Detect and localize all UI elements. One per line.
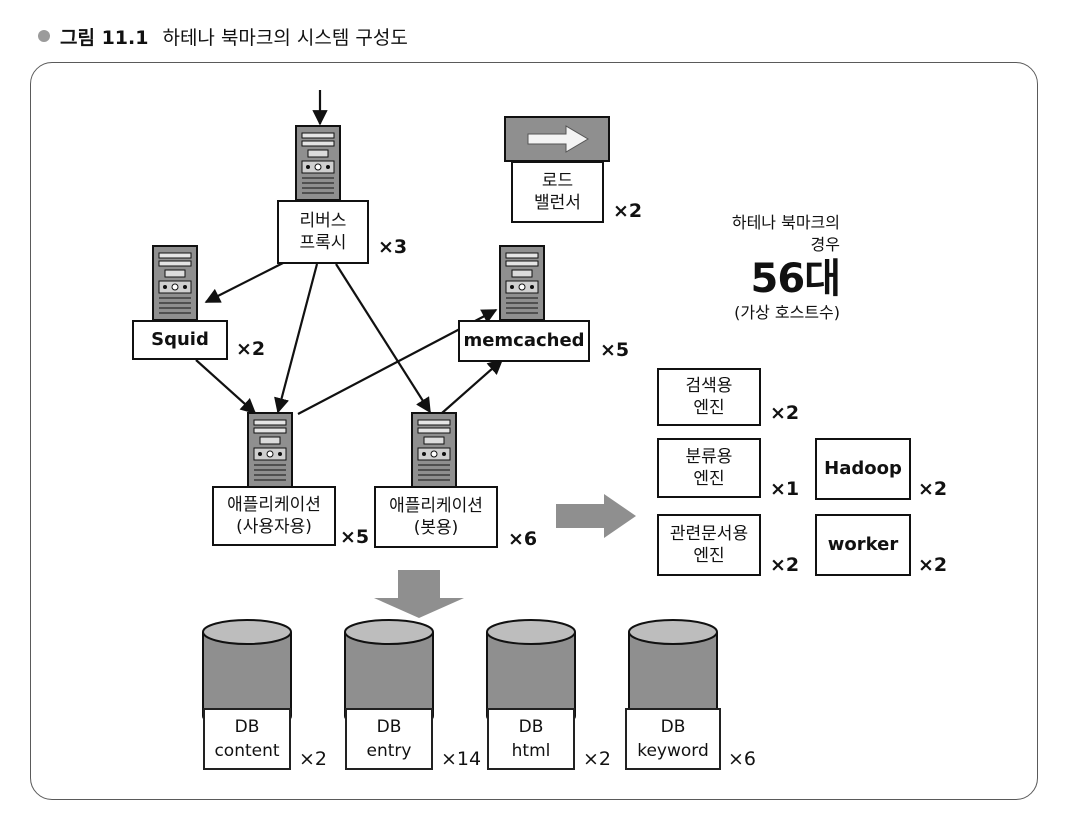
db-content-label: DB content	[203, 708, 291, 770]
app-bot-to-memcached-arrow	[441, 358, 504, 414]
reverse-proxy-multiplier: ×3	[378, 236, 408, 258]
summary-note: 하테나 북마크의 경우 56대 (가상 호스트수)	[731, 212, 841, 324]
figure-number: 그림 11.1	[60, 26, 149, 49]
db-keyword-line-1: DB	[660, 717, 686, 737]
connection-arrows	[195, 90, 504, 415]
classify-engine-multiplier: ×1	[770, 478, 800, 500]
related-engine-label-1: 관련문서용	[669, 524, 749, 544]
search-engine-label-1: 검색용	[685, 376, 733, 396]
bullet-icon	[38, 30, 50, 42]
related-engine-multiplier: ×2	[770, 554, 800, 576]
app-bot-label-1: 애플리케이션	[389, 496, 483, 516]
app-bot-server-icon	[411, 412, 457, 488]
memcached-box: memcached	[458, 320, 590, 362]
db-entry-label: DB entry	[345, 708, 433, 770]
app-user-label-2: (사용자용)	[236, 517, 312, 537]
db-keyword-label: DB keyword	[625, 708, 721, 770]
db-content-line-1: DB	[234, 717, 260, 737]
proxy-to-squid-arrow	[204, 261, 286, 303]
hadoop-multiplier: ×2	[918, 478, 948, 500]
load-balancer-label-1: 로드	[541, 171, 574, 191]
squid-server-icon	[152, 245, 198, 321]
load-balancer-icon	[504, 116, 610, 162]
app-user-server-icon	[247, 412, 293, 488]
reverse-proxy-label-1: 리버스	[299, 211, 347, 231]
summary-count: 56대	[750, 256, 841, 302]
search-engine-box: 검색용 엔진	[657, 368, 761, 426]
app-user-label-1: 애플리케이션	[227, 495, 321, 515]
db-content-line-2: content	[214, 741, 280, 761]
databases-arrow	[374, 570, 464, 618]
figure-title: 하테나 북마크의 시스템 구성도	[162, 26, 408, 49]
squid-box: Squid	[132, 320, 228, 360]
proxy-to-app-user-arrow	[274, 263, 319, 414]
load-balancer-multiplier: ×2	[613, 200, 643, 222]
proxy-to-app-bot-arrow	[335, 263, 431, 414]
worker-multiplier: ×2	[918, 554, 948, 576]
memcached-multiplier: ×5	[600, 339, 630, 361]
hadoop-label: Hadoop	[824, 458, 902, 479]
db-html-line-1: DB	[518, 717, 544, 737]
db-entry-line-1: DB	[376, 717, 402, 737]
summary-note-text: (가상 호스트수)	[734, 303, 840, 322]
classify-engine-label-1: 분류용	[685, 447, 733, 467]
classify-engine-label-2: 엔진	[693, 469, 725, 489]
db-html-multiplier: ×2	[583, 748, 612, 770]
squid-to-app-user-arrow	[195, 359, 257, 415]
app-bot-label-2: (봇용)	[413, 518, 459, 538]
db-html-label: DB html	[487, 708, 575, 770]
worker-label: worker	[827, 534, 899, 555]
squid-multiplier: ×2	[236, 338, 266, 360]
hadoop-box: Hadoop	[815, 438, 911, 500]
app-user-box: 애플리케이션 (사용자용)	[212, 486, 336, 546]
app-user-multiplier: ×5	[340, 526, 370, 548]
search-engine-multiplier: ×2	[770, 402, 800, 424]
memcached-label: memcached	[463, 330, 585, 351]
reverse-proxy-label-2: 프록시	[299, 233, 347, 253]
summary-line-1: 하테나 북마크의	[731, 213, 840, 232]
engines-arrow	[556, 494, 636, 538]
worker-box: worker	[815, 514, 911, 576]
load-balancer-label-2: 밸런서	[534, 193, 581, 213]
reverse-proxy-box: 리버스 프록시	[277, 200, 369, 264]
db-entry-line-2: entry	[366, 741, 412, 761]
diagram-frame	[30, 62, 1038, 800]
db-keyword-line-2: keyword	[637, 741, 709, 761]
db-keyword-multiplier: ×6	[728, 748, 757, 770]
figure-caption: 그림 11.1 하테나 북마크의 시스템 구성도	[38, 22, 408, 50]
reverse-proxy-server-icon	[295, 125, 341, 201]
search-engine-label-2: 엔진	[693, 398, 725, 418]
memcached-server-icon	[499, 245, 545, 321]
servers	[152, 125, 545, 488]
db-entry-multiplier: ×14	[441, 748, 482, 770]
related-engine-box: 관련문서용 엔진	[657, 514, 761, 576]
db-html-line-2: html	[511, 741, 551, 761]
db-content-multiplier: ×2	[299, 748, 328, 770]
load-balancer-box: 로드 밸런서	[511, 161, 604, 223]
squid-label: Squid	[151, 329, 209, 350]
app-bot-multiplier: ×6	[508, 528, 538, 550]
related-engine-label-2: 엔진	[693, 546, 725, 566]
summary-line-2: 경우	[810, 235, 840, 254]
app-bot-box: 애플리케이션 (봇용)	[374, 486, 498, 548]
classify-engine-box: 분류용 엔진	[657, 438, 761, 498]
